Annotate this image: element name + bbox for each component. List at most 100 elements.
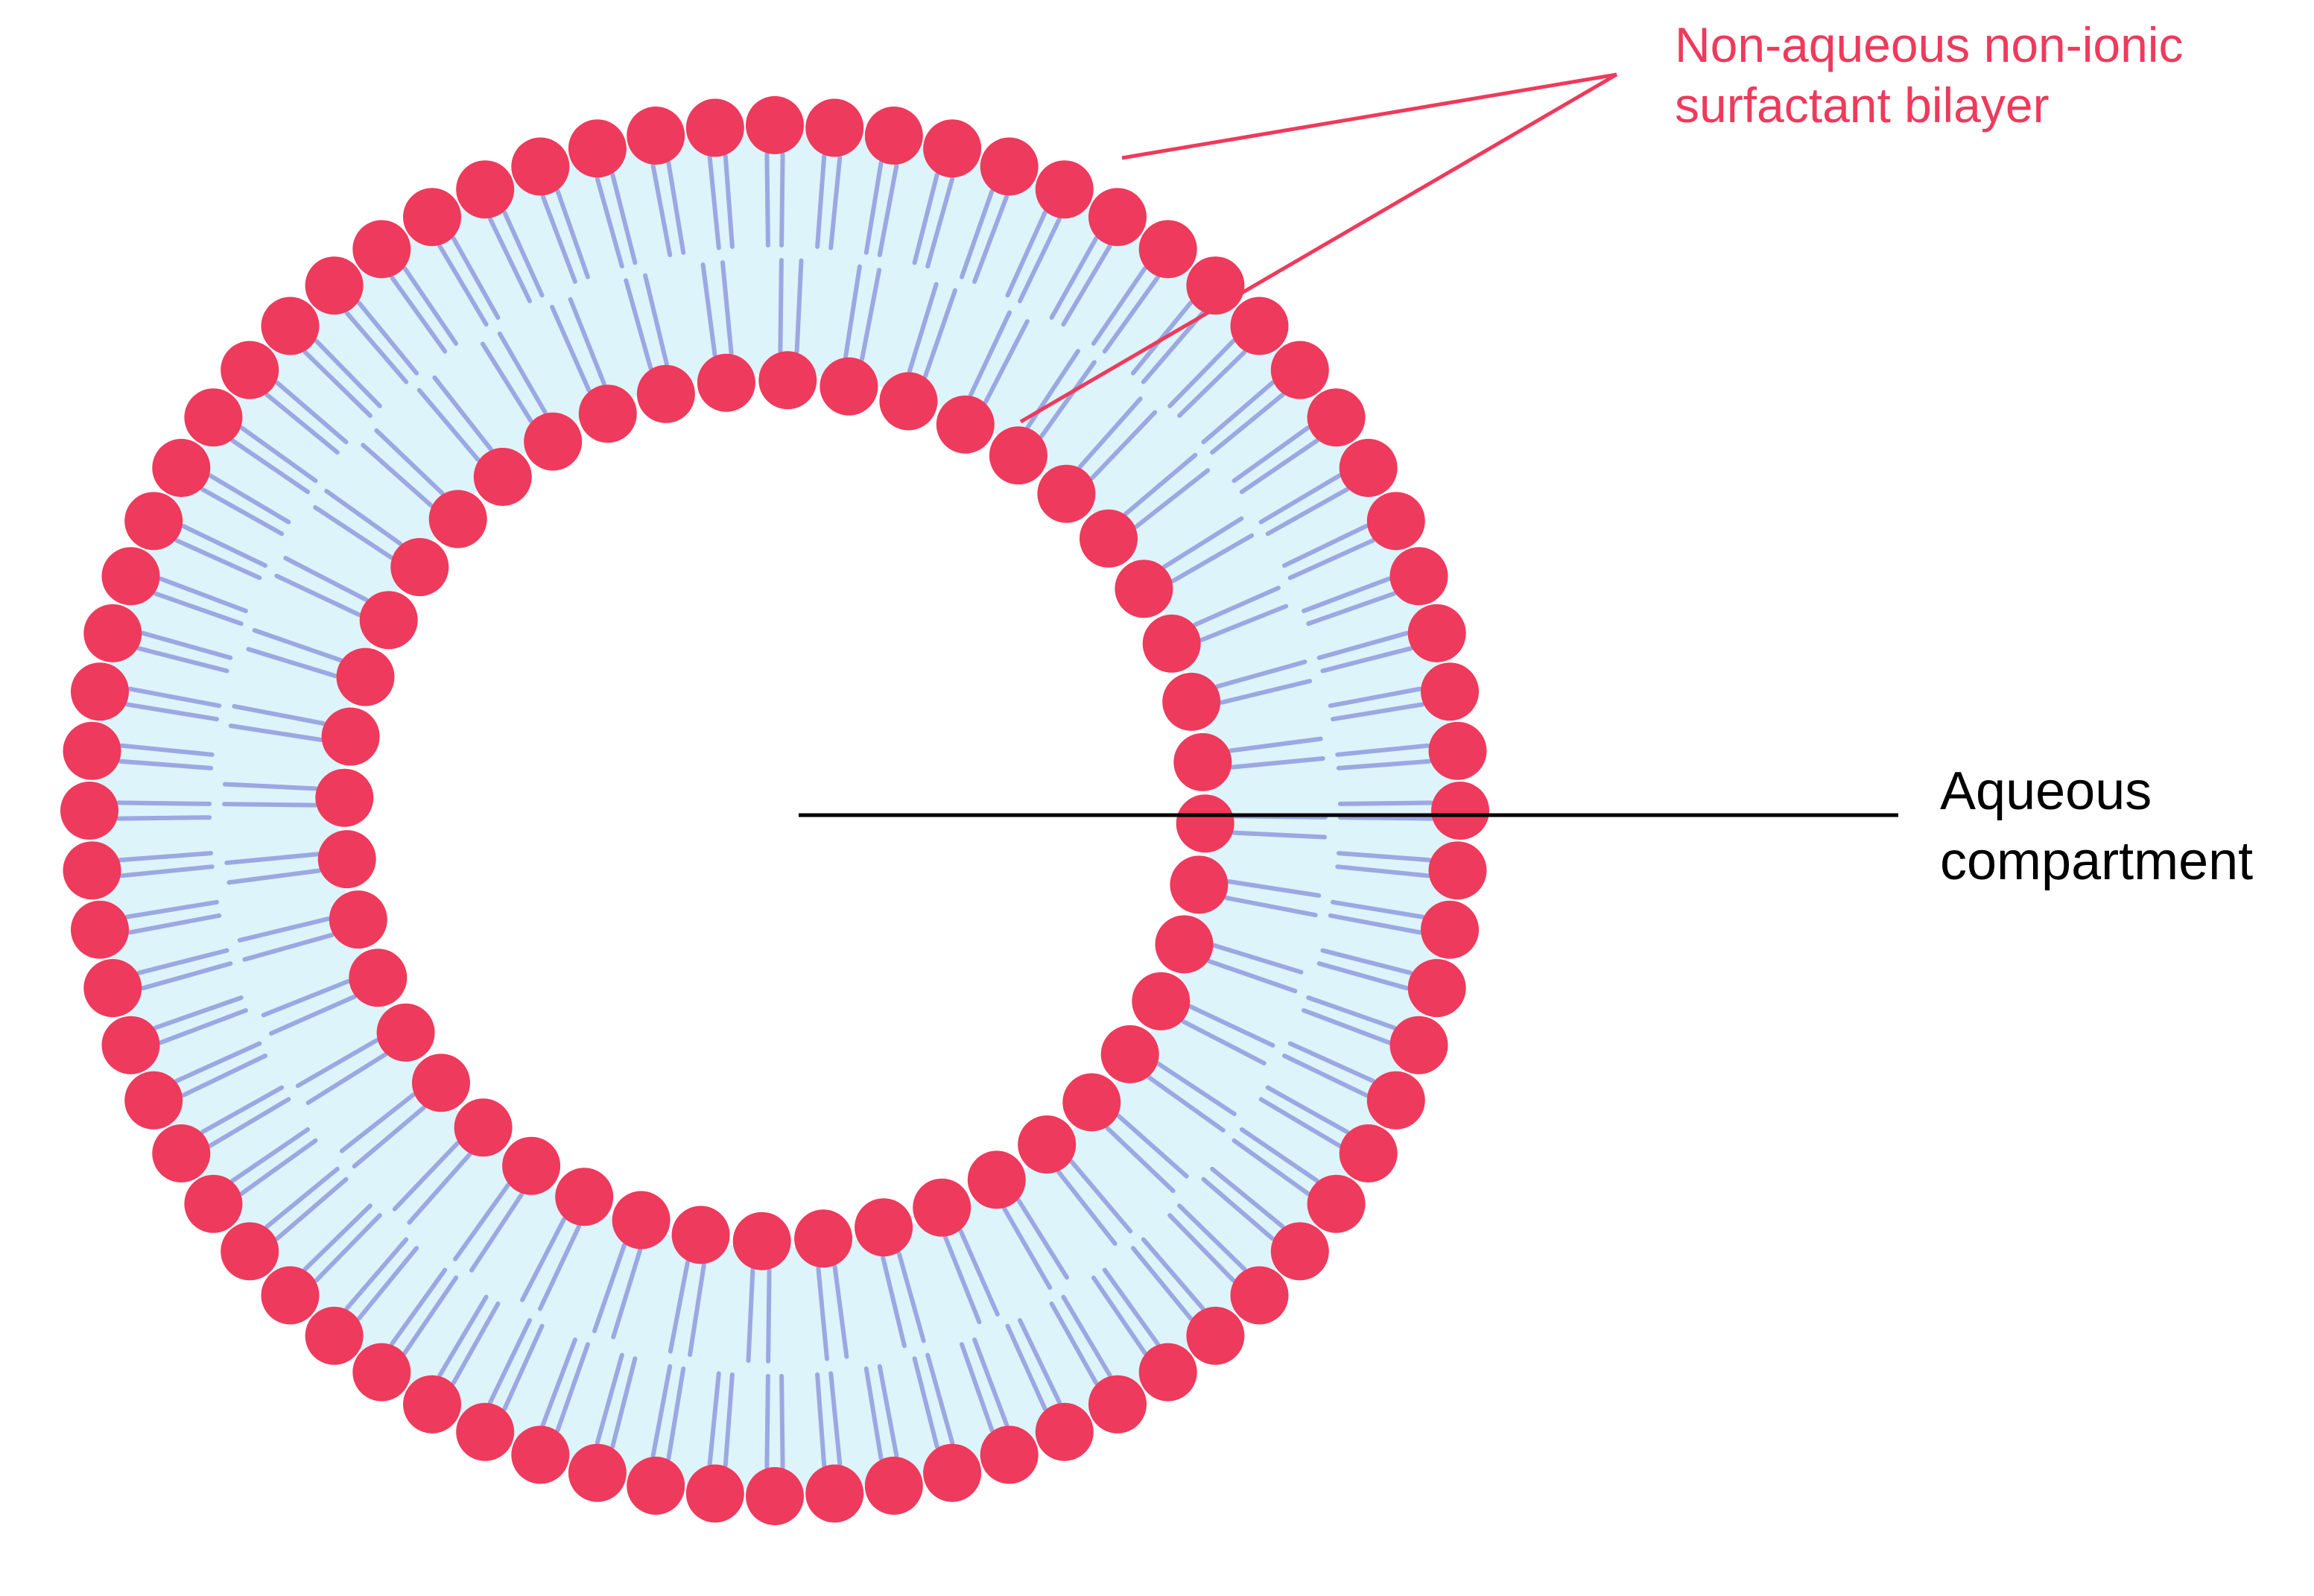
outer-tail [153,995,244,1030]
outer-head-group [60,782,118,840]
outer-tail [344,311,409,384]
inner-tail [269,994,357,1036]
inner-tail [611,1247,643,1340]
inner-head-group [315,768,374,827]
outer-tail [119,864,215,878]
outer-tail [344,1237,409,1311]
outer-tail [1320,948,1413,975]
inner-tail [958,1229,1000,1317]
outer-tail [960,1342,995,1433]
outer-tail [356,300,419,376]
outer-tail [1287,1041,1375,1083]
inner-tail [1056,1170,1118,1247]
outer-head-group [1186,256,1245,315]
inner-tail [1228,736,1323,753]
inner-tail [668,1259,690,1354]
outer-head-group [568,119,627,178]
outer-head-group [1407,604,1466,662]
inner-tail [1232,830,1328,840]
outer-head-group [980,1425,1039,1484]
outer-head-group [1307,1174,1366,1233]
inner-tail [222,802,317,808]
inner-tail [453,1182,510,1261]
outer-head-group [1186,1306,1245,1365]
inner-head-group [697,353,755,412]
outer-tail [764,1373,770,1469]
outer-tail [124,702,219,722]
outer-head-group [805,98,864,157]
outer-tail [356,1246,419,1321]
outer-tail [595,1352,624,1445]
outer-tail [707,155,721,250]
outer-head-group [1431,782,1489,840]
inner-head-group [359,591,418,650]
inner-head-group [1115,560,1173,618]
outer-tail [153,591,244,626]
surfactant-tails [116,152,1433,1469]
inner-head-group [1080,509,1138,568]
outer-head-group [1307,388,1366,447]
outer-tail [451,1301,501,1386]
outer-tail [828,155,843,250]
outer-tail [239,1138,318,1196]
outer-tail [1337,815,1433,821]
outer-head-group [627,1457,685,1515]
outer-head-group [124,1071,183,1130]
outer-tail [1328,686,1422,709]
outer-tail [451,235,501,320]
inner-tail [720,260,734,355]
inner-tail [1069,1159,1133,1234]
inner-head-group [879,372,938,431]
outer-tail [1167,1213,1236,1283]
inner-tail [469,1192,524,1273]
outer-tail [960,189,995,279]
outer-head-group [456,160,515,219]
outer-tail [595,176,624,269]
outer-tail [1210,392,1285,455]
outer-head-group [101,547,160,606]
leader-lines [799,72,1898,817]
inner-tail [224,852,320,865]
inner-tail [1181,1019,1267,1065]
outer-tail [1167,338,1236,408]
outer-tail [1232,425,1310,484]
outer-head-group [184,1174,243,1233]
outer-tail [402,266,459,346]
outer-tail [437,244,489,327]
outer-head-group [1035,1402,1094,1461]
outer-head-group [568,1443,627,1502]
outer-tail [488,217,532,303]
outer-head-group [1428,721,1487,780]
outer-head-group [184,388,243,447]
inner-head-group [1173,732,1232,791]
inner-head-group [376,1003,435,1062]
outer-tail [540,194,577,284]
outer-tail [502,1323,545,1411]
inner-tail [550,305,592,393]
outer-tail [1258,1097,1342,1148]
outer-head-group [511,1425,570,1484]
outer-head-group [746,1467,804,1525]
outer-head-group [1230,297,1289,355]
inner-tail [860,267,882,362]
outer-tail [502,210,545,298]
inner-tail [324,489,403,546]
inner-tail [969,310,1012,397]
outer-head-group [352,220,411,279]
inner-tail [1223,896,1318,918]
inner-tail [361,443,434,508]
outer-head-group [980,137,1039,196]
inner-head-group [794,1209,853,1268]
outer-tail [1306,995,1397,1030]
outer-tail [1302,576,1392,613]
outer-head-group [685,98,744,157]
outer-tail [912,1356,939,1449]
outer-head-group [1035,160,1094,219]
outer-tail [764,152,770,248]
outer-tail [1091,266,1147,346]
inner-head-group [936,395,995,454]
outer-tail [1049,1301,1099,1386]
inner-tail [881,1255,907,1349]
inner-tail [896,1251,926,1343]
outer-tail [1177,1203,1247,1272]
